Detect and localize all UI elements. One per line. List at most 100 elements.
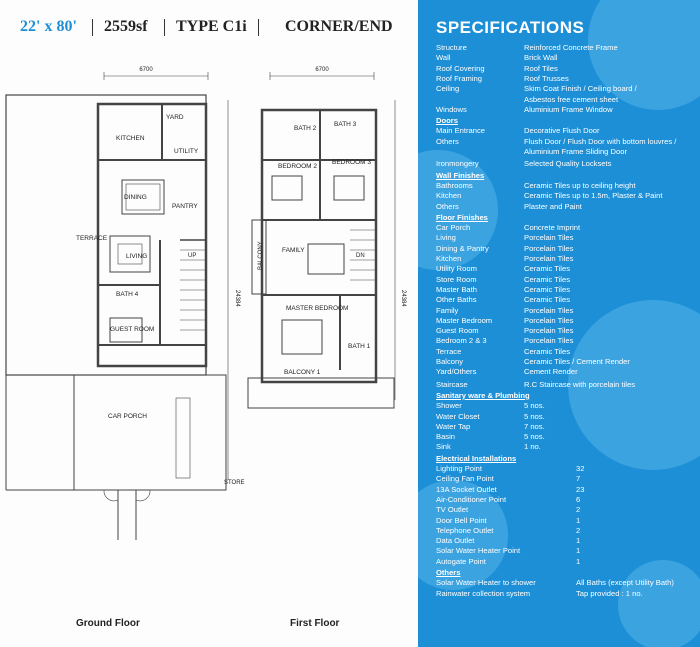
spec-key: Utility Room [436, 264, 477, 274]
built-up-area: 2559sf [104, 18, 148, 35]
spec-key: TV Outlet [436, 505, 469, 515]
header-divider [92, 19, 93, 36]
first-floor-caption: First Floor [290, 618, 340, 629]
spec-key: Car Porch [436, 223, 471, 233]
gf-dim-side: 24384 [234, 290, 240, 307]
spec-value: Porcelain Tiles [524, 315, 574, 325]
spec-value: Ceramic Tiles [524, 274, 570, 284]
spec-key: Shower [436, 401, 462, 411]
header-divider [258, 19, 259, 36]
spec-value: Selected Quality Locksets [524, 159, 612, 169]
spec-value: 5 nos. [524, 432, 545, 442]
spec-value: Reinforced Concrete Frame [524, 43, 618, 52]
spec-value: 1 [576, 556, 581, 566]
spec-key: Rainwater collection system [436, 588, 531, 598]
spec-key: Staircase [436, 379, 468, 389]
spec-key: 13A Socket Outlet [436, 484, 497, 494]
spec-value: Roof Tiles [524, 63, 558, 73]
spec-key: Others [436, 136, 459, 146]
spec-value: Ceramic Tiles [524, 284, 570, 294]
lot-size: 22' x 80' [20, 18, 77, 35]
spec-value: 2 [576, 505, 581, 515]
spec-value: Skim Coat Finish / Ceiling board / [524, 84, 637, 94]
spec-key: Autogate Point [436, 556, 486, 566]
gf-label-utility: UTILITY [174, 148, 199, 155]
gf-label-store: STORE [224, 480, 245, 486]
ff-label-bedroom3: BEDROOM 3 [332, 159, 371, 166]
ff-dim-top: 6700 [315, 67, 329, 73]
spec-key: Door Bell Point [436, 515, 487, 525]
spec-value: 1 [576, 546, 581, 556]
spec-value: Porcelain Tiles [524, 254, 574, 263]
spec-value: Porcelain Tiles [524, 336, 574, 346]
ff-label-bedroom2: BEDROOM 2 [278, 163, 317, 170]
spec-value: 1 no. [524, 442, 541, 452]
spec-key: Structure [436, 43, 467, 52]
decor-bubble [588, 0, 700, 110]
spec-key: Roof Framing [436, 73, 483, 83]
spec-value: Asbestos free cement sheet [524, 94, 619, 104]
spec-section-title: Wall Finishes [436, 170, 485, 180]
spec-value: 5 nos. [524, 411, 545, 421]
spec-key: Sink [436, 442, 451, 452]
gf-label-dining: DINING [124, 194, 147, 201]
spec-key: Family [436, 305, 459, 315]
spec-value: Decorative Flush Door [524, 126, 600, 136]
spec-key: Others [436, 201, 459, 211]
spec-key: Telephone Outlet [436, 525, 494, 535]
spec-value: 23 [576, 484, 585, 494]
spec-key: Ceiling Fan Point [436, 474, 494, 484]
spec-value: R.C Staircase with porcelain tiles [524, 379, 635, 389]
ff-label-balcony: BALCONY [258, 241, 264, 270]
spec-value: Ceramic Tiles / Cement Render [524, 357, 630, 366]
spec-key: Basin [436, 432, 455, 442]
spec-key: Windows [436, 104, 467, 114]
spec-value: Brick Wall [524, 53, 558, 63]
spec-key: Ironmongery [436, 159, 479, 169]
spec-value: Porcelain Tiles [524, 243, 574, 253]
ff-label-balcony1: BALCONY 1 [284, 369, 321, 376]
spec-key: Data Outlet [436, 536, 475, 546]
spec-key: Bathrooms [436, 180, 473, 190]
gf-label-living: LIVING [126, 253, 147, 260]
header-divider [164, 19, 165, 36]
decor-bubble [568, 300, 700, 470]
spec-key: Master Bath [436, 284, 477, 294]
spec-value: Porcelain Tiles [524, 305, 574, 315]
spec-value: Aluminium Frame Window [524, 104, 613, 114]
spec-value: Concrete Imprint [524, 223, 581, 233]
spec-value: Ceramic Tiles up to 1.5m, Plaster & Pain… [524, 191, 663, 201]
gf-label-car-porch: CAR PORCH [108, 413, 147, 420]
gf-dim-top: 6700 [139, 67, 153, 73]
spec-key: Main Entrance [436, 126, 485, 136]
ff-label-master-bedroom: MASTER BEDROOM [286, 305, 348, 312]
gf-label-pantry: PANTRY [172, 203, 198, 210]
spec-key: Dining & Pantry [436, 243, 489, 253]
spec-key: Bedroom 2 & 3 [436, 336, 487, 346]
decor-bubble [618, 560, 700, 647]
floor-plan-panel: 22' x 80' 2559sf TYPE C1i CORNER/END [5, 18, 406, 629]
spec-value: 7 [576, 474, 581, 484]
unit-position: CORNER/END [285, 18, 393, 35]
decor-bubble [418, 480, 508, 590]
spec-value: Ceramic Tiles [524, 264, 570, 274]
ff-label-family: FAMILY [282, 247, 305, 254]
spec-key: Store Room [436, 274, 477, 284]
spec-value: 5 nos. [524, 401, 545, 411]
spec-value: Porcelain Tiles [524, 326, 574, 336]
spec-key: Roof Covering [436, 63, 485, 73]
ff-label-dn: DN [356, 253, 365, 259]
spec-key: Lighting Point [436, 464, 483, 473]
spec-value: Cement Render [524, 367, 578, 377]
spec-value: Ceramic Tiles [524, 346, 570, 356]
floor-plan-drawing: 6700 24384 YARD KITCHEN UTILITY DINING P… [5, 67, 406, 540]
spec-section-title: Floor Finishes [436, 212, 488, 222]
spec-key: Yard/Others [436, 367, 477, 377]
spec-value: Porcelain Tiles [524, 233, 574, 243]
spec-value: All Baths (except Utility Bath) [576, 578, 674, 588]
spec-key: Water Closet [436, 411, 480, 421]
spec-key: Ceiling [436, 84, 460, 94]
spec-value: 32 [576, 464, 585, 473]
spec-value: Plaster and Paint [524, 201, 582, 211]
